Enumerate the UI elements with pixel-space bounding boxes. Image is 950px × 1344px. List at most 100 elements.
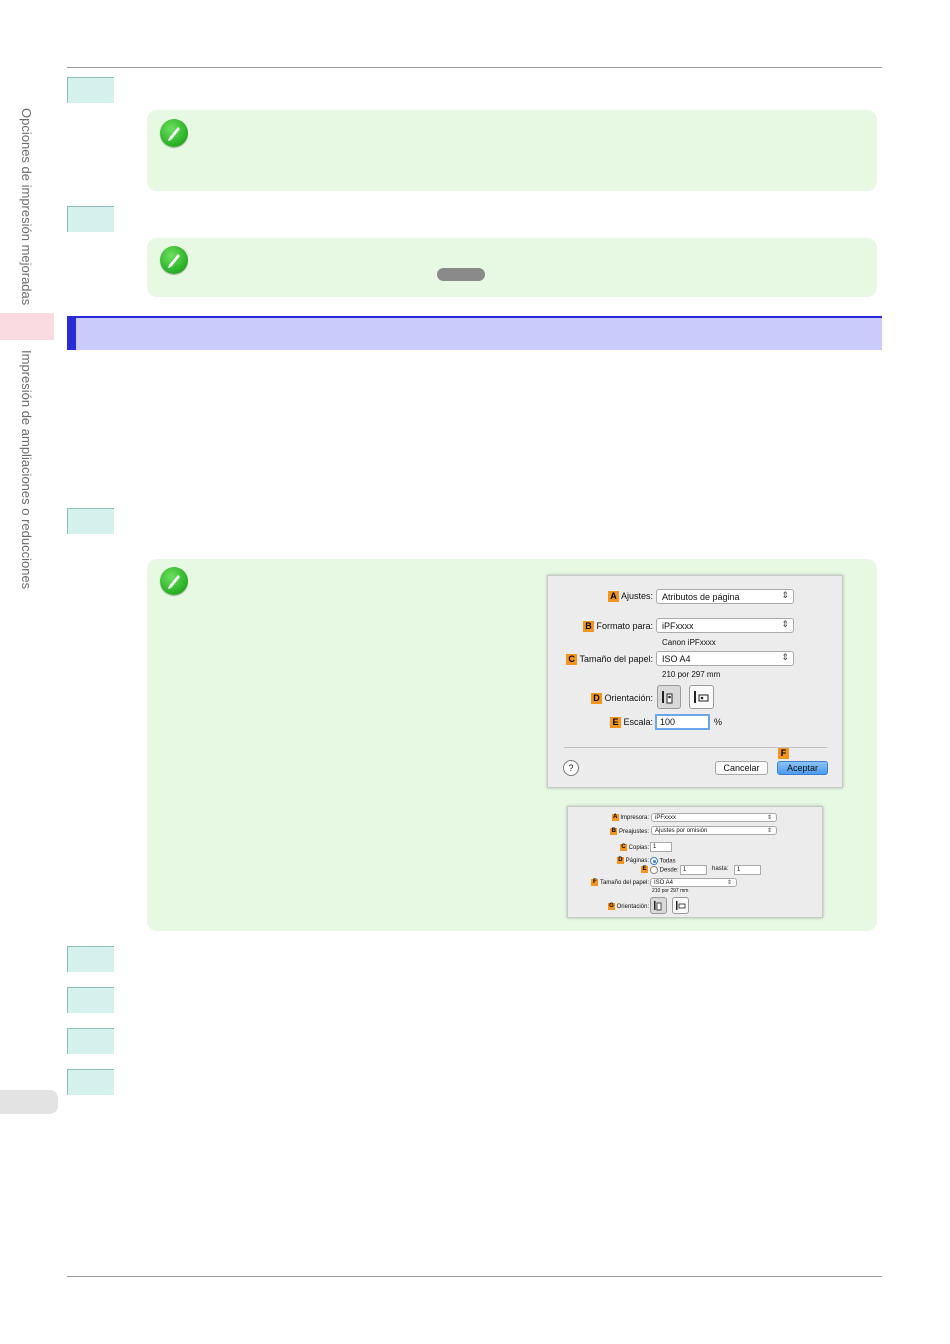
orientation-row-label: D Orientación: [590, 693, 653, 705]
radio-selected-icon [650, 857, 658, 865]
note-panel [147, 110, 877, 191]
copies-label: Copias: [628, 845, 649, 852]
settings-row-label: A Ajustes: [607, 591, 653, 603]
paper-value: ISO A4 [662, 654, 691, 664]
landscape-icon [676, 901, 686, 910]
format-popup[interactable]: iPFxxxx ⇕ [656, 618, 794, 633]
step-number-box [67, 508, 114, 534]
sidebar-section-label: Impresión de ampliaciones o reducciones [19, 350, 34, 590]
format-row-label: B Formato para: [582, 621, 653, 633]
badge-e: E [641, 866, 648, 873]
note-pencil-icon [160, 119, 188, 147]
badge-f: F [778, 748, 789, 759]
to-value: 1 [737, 867, 741, 873]
pages-all-option[interactable]: Todas [650, 857, 676, 865]
badge-c: C [619, 844, 627, 851]
pages-from-option[interactable]: Desde: [650, 866, 679, 874]
print-landscape-button[interactable] [672, 897, 689, 914]
step-number-box [67, 1028, 114, 1054]
badge-e: E [609, 717, 621, 729]
sidebar-chapter-label: Opciones de impresión mejoradas [19, 108, 34, 306]
format-label: Formato para: [596, 621, 653, 631]
pages-label: Páginas: [625, 858, 649, 865]
badge-b: B [582, 621, 594, 633]
badge-f: F [591, 879, 599, 886]
to-input[interactable]: 1 [734, 865, 761, 875]
popup-arrows-icon: ⇕ [781, 652, 789, 662]
paper-sub: 210 por 297 mm [662, 670, 721, 679]
paper-row-label: C Tamaño del papel: [566, 654, 653, 666]
portrait-icon [654, 901, 662, 911]
print-paper-sub: 210 por 297 mm [652, 888, 689, 894]
print-paper-value: ISO A4 [654, 880, 674, 886]
print-orientation-row-label: G Orientación: [607, 903, 649, 910]
printer-label: Impresora: [620, 815, 649, 822]
print-portrait-button[interactable] [650, 897, 667, 914]
pages-from-label: Desde: [659, 867, 679, 874]
footer-rule [67, 1276, 882, 1277]
popup-arrows-icon: ⇕ [781, 590, 789, 600]
step-number-box [67, 946, 114, 972]
key-button-graphic [437, 268, 485, 281]
format-value: iPFxxxx [662, 621, 694, 631]
print-dialog: A Impresora: iPFxxxx ⇕ B Preajustes: Aju… [567, 806, 823, 918]
copies-row-label: C Copias: [619, 844, 649, 852]
landscape-button[interactable] [689, 685, 714, 709]
from-value: 1 [683, 867, 687, 873]
dialog-divider [564, 747, 827, 748]
settings-value: Atributos de página [662, 592, 740, 602]
page-setup-dialog: A Ajustes: Atributos de página ⇕ B Forma… [547, 575, 843, 788]
note-pencil-icon [160, 246, 188, 274]
presets-row-label: B Preajustes: [610, 828, 649, 835]
section-accent [67, 318, 76, 350]
badge-d: D [590, 693, 602, 705]
badge-g: G [607, 903, 615, 910]
radio-icon [650, 866, 658, 874]
page-tab [0, 1090, 58, 1114]
printer-popup[interactable]: iPFxxxx ⇕ [651, 813, 777, 822]
presets-popup[interactable]: Ajustes por omisión ⇕ [651, 826, 777, 835]
print-paper-popup[interactable]: ISO A4 ⇕ [650, 878, 737, 887]
section-heading-bar [67, 316, 882, 350]
popup-arrows-icon: ⇕ [766, 815, 772, 821]
pages-to-label: hasta: [712, 866, 729, 872]
popup-arrows-icon: ⇕ [766, 828, 772, 834]
portrait-icon [662, 691, 673, 704]
scale-row-label: E Escala: [609, 717, 653, 729]
popup-arrows-icon: ⇕ [726, 880, 732, 886]
badge-a: A [611, 814, 619, 821]
paper-label: Tamaño del papel: [579, 654, 653, 664]
print-paper-label: Tamaño del papel: [599, 880, 649, 887]
presets-value: Ajustes por omisión [655, 828, 708, 834]
header-rule [67, 67, 882, 68]
scale-unit: % [714, 717, 723, 727]
format-sub: Canon iPFxxxx [662, 638, 716, 647]
badge-c: C [566, 654, 578, 666]
from-input[interactable]: 1 [680, 865, 707, 875]
popup-arrows-icon: ⇕ [781, 619, 789, 629]
settings-label: Ajustes: [620, 591, 653, 601]
cancel-button[interactable]: Cancelar [715, 761, 768, 775]
step-number-box [67, 77, 114, 103]
settings-popup[interactable]: Atributos de página ⇕ [656, 589, 794, 604]
print-paper-row-label: F Tamaño del papel: [591, 879, 649, 886]
badge-d: D [616, 857, 624, 864]
portrait-button[interactable] [657, 685, 681, 709]
copies-input[interactable]: 1 [650, 842, 672, 852]
badge-a: A [607, 591, 619, 603]
help-button[interactable]: ? [563, 760, 579, 776]
copies-value: 1 [653, 844, 657, 850]
step-number-box [67, 987, 114, 1013]
printer-value: iPFxxxx [655, 815, 676, 821]
sidebar-active-tab [0, 313, 54, 340]
scale-label: Escala: [623, 717, 653, 727]
scale-value: 100 [660, 717, 676, 727]
scale-input[interactable]: 100 [655, 714, 710, 730]
ok-button[interactable]: Aceptar [777, 761, 828, 775]
paper-popup[interactable]: ISO A4 ⇕ [656, 651, 794, 666]
presets-label: Preajustes: [618, 829, 649, 836]
step-number-box [67, 206, 114, 232]
note-pencil-icon [160, 567, 188, 595]
printer-row-label: A Impresora: [611, 814, 649, 822]
step-number-box [67, 1069, 114, 1095]
